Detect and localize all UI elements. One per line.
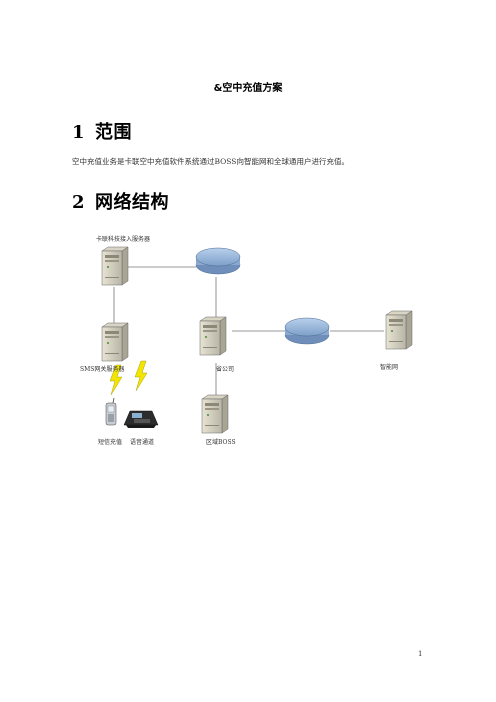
sms-gateway-server-icon [101,322,129,362]
label-sms-gateway-server: SMS网关服务器 [80,366,125,373]
label-intelligent-network: 智能网 [380,364,399,371]
section-1-heading: 1 范围 [72,118,132,144]
network-cloud-icon [284,317,330,345]
label-provincial-company: 省公司 [216,366,235,373]
label-access-server: 卡联科技接入服务器 [96,236,151,243]
section-1-paragraph: 空中充值业务是卡联空中充值软件系统通过BOSS向智能网和全球通用户进行充值。 [72,157,349,166]
district-boss-server-icon [201,394,229,434]
document-title: &空中充值方案 [213,83,283,94]
mobile-phone-icon [105,397,117,426]
section-1-number: 1 [72,122,86,143]
section-2-number: 2 [72,192,86,213]
connection-lines [113,266,384,395]
lightning-icon [134,360,148,392]
network-diagram: 卡联科技接入服务器 SMS网关服务器 省公司 智能网 短信充值 语音通道 区域B… [80,225,425,455]
section-2-heading: 2 网络结构 [72,188,169,214]
label-sms-recharge: 短信充值 [98,439,123,446]
pos-terminal-icon [123,410,159,428]
label-ivr-channel: 语音通道 [130,439,155,446]
label-district-boss: 区域BOSS [206,439,236,446]
network-diagram-svg [101,246,413,434]
network-cloud-icon [195,247,241,275]
section-2-title: 网络结构 [95,192,170,213]
access-server-icon [101,246,129,286]
lightning-icon [109,364,123,396]
page-number: 1 [418,650,423,658]
provincial-company-server-icon [199,316,227,356]
intelligent-network-server-icon [385,310,413,350]
section-1-title: 范围 [95,122,133,143]
